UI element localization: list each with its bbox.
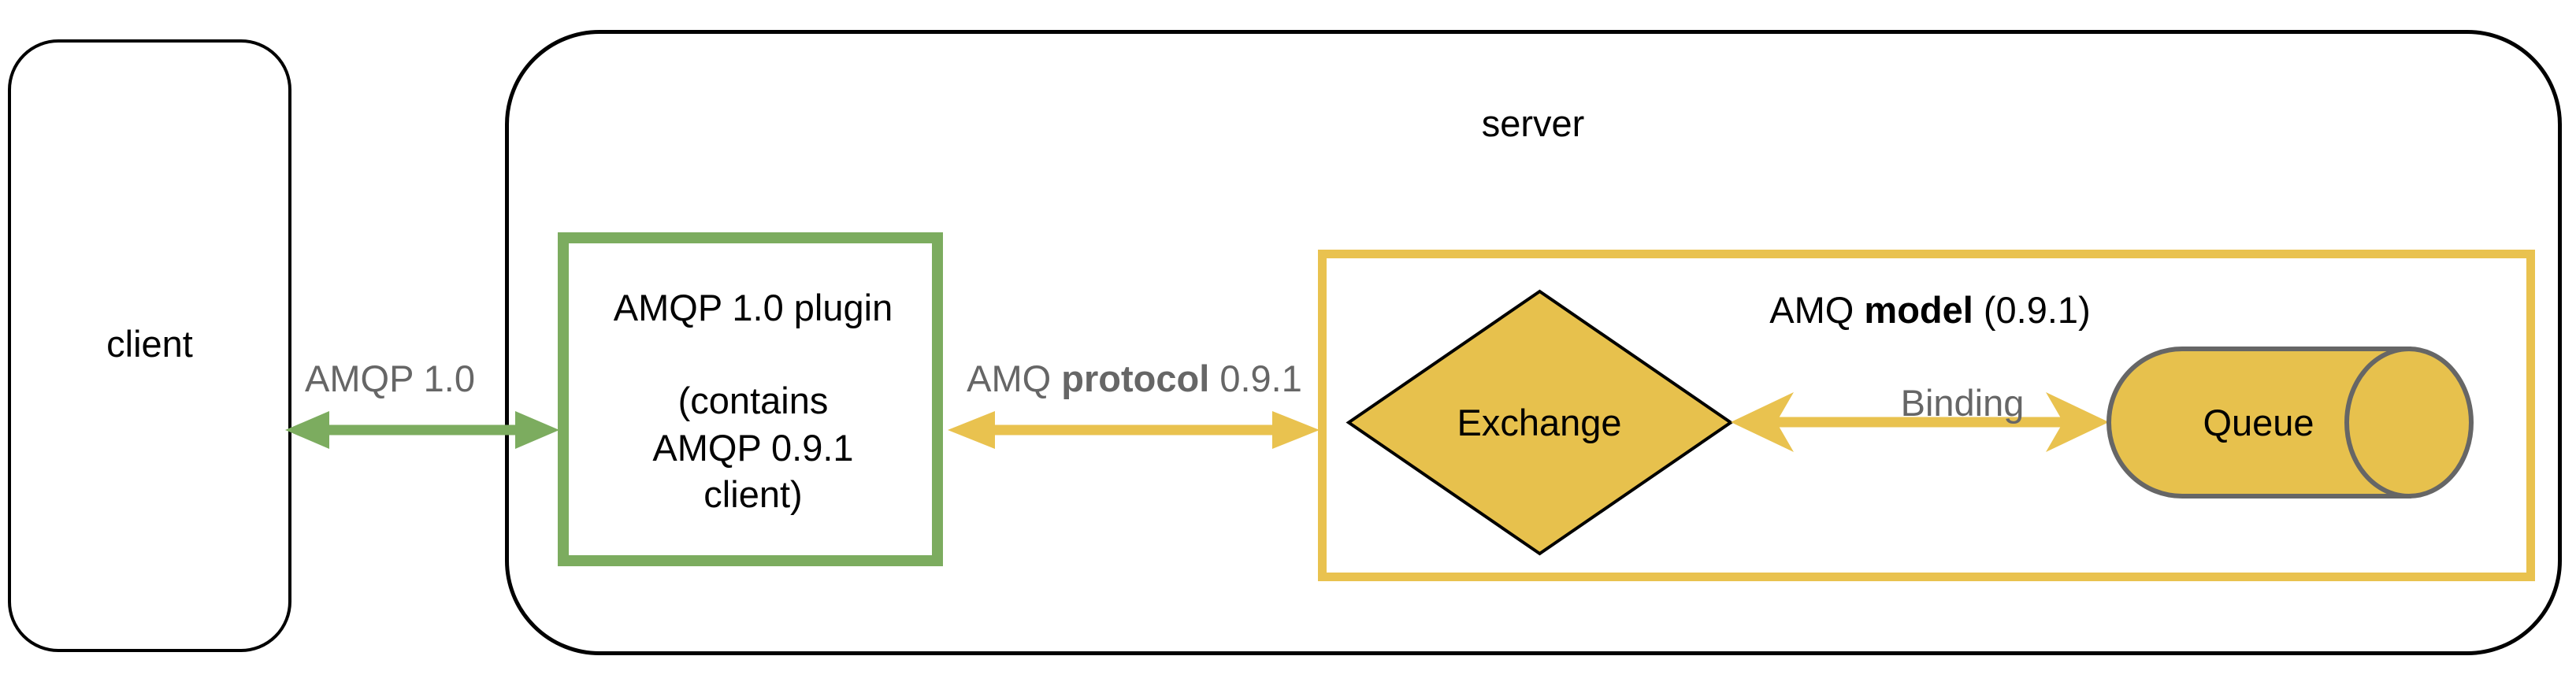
amq-model-label-prefix: AMQ bbox=[1769, 288, 1865, 331]
amqp10-plugin-box bbox=[558, 232, 943, 566]
amq-protocol-label-prefix: AMQ bbox=[967, 357, 1062, 399]
amqp10-arrow-label: AMQP 1.0 bbox=[305, 357, 475, 399]
amq-model-label: AMQ model (0.9.1) bbox=[1769, 288, 2090, 332]
server-label: server bbox=[1481, 102, 1585, 144]
amq-protocol-label-bold: protocol bbox=[1061, 357, 1210, 399]
amq-model-label-suffix: (0.9.1) bbox=[1973, 288, 2091, 331]
amq-model-label-bold: model bbox=[1864, 288, 1973, 331]
exchange-label: Exchange bbox=[1457, 401, 1622, 443]
client-box bbox=[8, 39, 291, 652]
queue-label: Queue bbox=[2203, 401, 2314, 443]
plugin-label: AMQP 1.0 plugin (contains AMQP 0.9.1 cli… bbox=[613, 286, 893, 515]
amq-protocol-arrow-label: AMQ protocol 0.9.1 bbox=[967, 357, 1302, 401]
binding-arrow-label: Binding bbox=[1900, 381, 2025, 424]
amq-protocol-label-suffix: 0.9.1 bbox=[1209, 357, 1302, 399]
client-label: client bbox=[106, 322, 193, 365]
